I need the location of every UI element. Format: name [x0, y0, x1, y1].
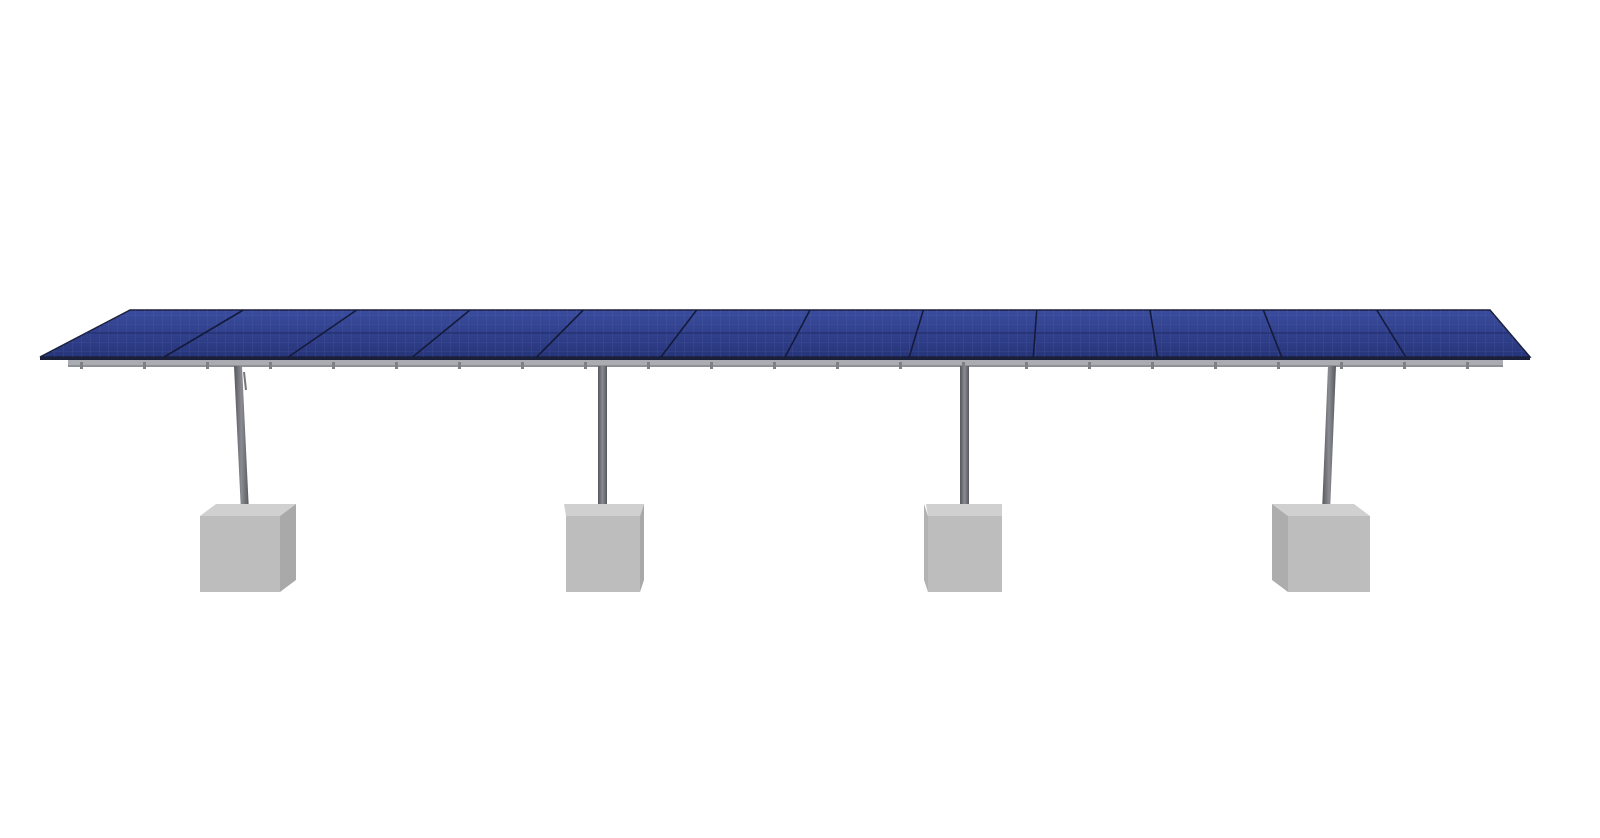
panel-divider	[784, 309, 811, 358]
concrete-footing-1	[200, 504, 296, 592]
support-post-1	[234, 366, 249, 512]
mounting-rail	[68, 360, 1503, 367]
panel-divider	[411, 309, 471, 358]
rail-clamp	[80, 362, 83, 369]
panel-dividers	[163, 309, 1407, 358]
rail-clamp	[332, 362, 335, 369]
support-post-4	[1322, 366, 1336, 512]
rail-clamp	[143, 362, 146, 369]
rail-clamp	[1151, 362, 1154, 369]
solar-panel-surface	[39, 309, 1532, 360]
panel-divider	[908, 309, 925, 358]
rail-clamps	[80, 362, 1469, 369]
rail-clamp	[1340, 362, 1343, 369]
panel-divider	[1149, 309, 1159, 358]
rail-clamp	[710, 362, 713, 369]
support-post-3	[960, 366, 969, 512]
rail-clamp	[773, 362, 776, 369]
rail-clamp	[1214, 362, 1217, 369]
rail-clamp	[458, 362, 461, 369]
support-post-2	[598, 366, 607, 512]
concrete-footing-2	[564, 504, 644, 592]
rail-clamp	[206, 362, 209, 369]
rail-clamp	[899, 362, 902, 369]
panel-divider	[660, 309, 698, 358]
rail-clamp	[269, 362, 272, 369]
rail-clamp	[521, 362, 524, 369]
rail-clamp	[1025, 362, 1028, 369]
panel-divider	[1262, 309, 1283, 358]
rail-clamp	[962, 362, 965, 369]
rail-clamp	[647, 362, 650, 369]
rail-clamp	[584, 362, 587, 369]
rail-clamp	[1088, 362, 1091, 369]
concrete-footing-3	[924, 504, 1002, 592]
panel-divider	[536, 309, 584, 358]
rail-clamp	[1277, 362, 1280, 369]
rail-clamp	[836, 362, 839, 369]
panel-divider	[1375, 309, 1407, 358]
rail-clamp	[1403, 362, 1406, 369]
panel-divider	[163, 309, 244, 358]
rail-clamp	[1466, 362, 1469, 369]
panel-divider	[1032, 309, 1038, 358]
concrete-footing-4	[1272, 504, 1370, 592]
rail-clamp	[395, 362, 398, 369]
panel-divider	[287, 309, 358, 358]
